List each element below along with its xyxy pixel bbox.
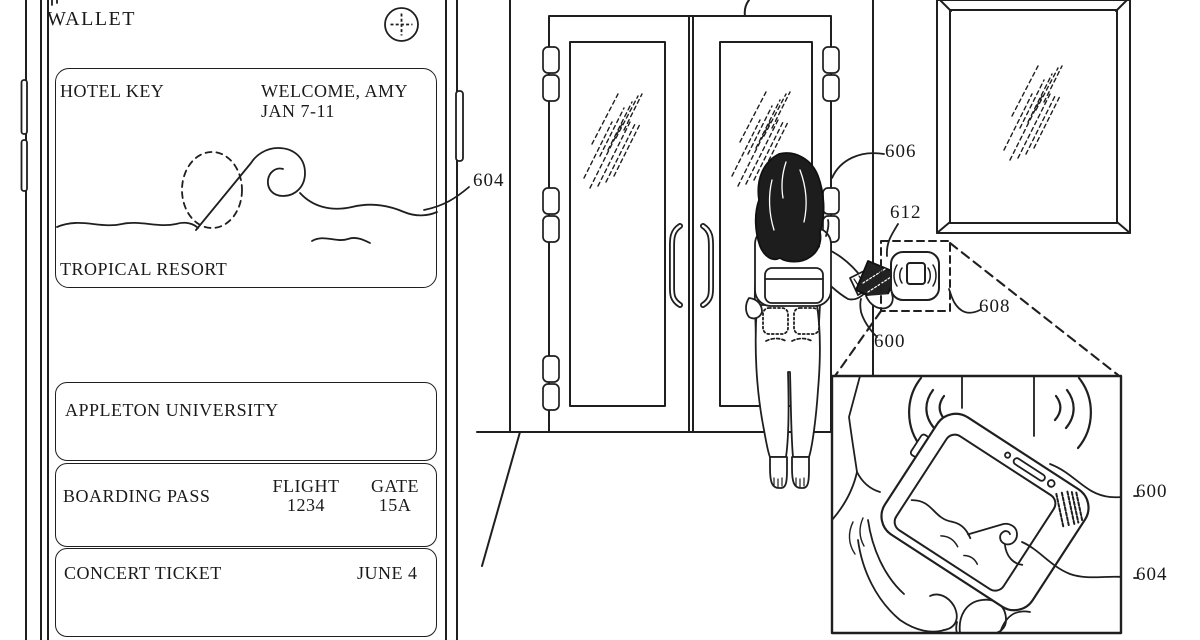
tropical-wave-artwork [56,147,470,244]
phone-frame-art [20,0,464,640]
ref-label-608-reader: 608 [979,296,1011,317]
boarding-pass-title: BOARDING PASS [63,486,211,506]
dashed-sun-icon [181,151,243,229]
ref-label-600-device: 600 [874,331,906,352]
leader-line-604 [423,186,470,211]
camera-dot-icon [1004,451,1012,459]
ref-label-612-target: 612 [890,202,922,223]
hotel-key-card[interactable]: HOTEL KEY WELCOME, AMY JAN 7-11 TROPICAL… [55,68,437,288]
inset-magnified-view [830,374,1139,635]
plus-circle-icon [384,7,419,42]
door-hinges [542,46,840,411]
ref-label-606-door: 606 [885,141,917,162]
ref-label-604-card: 604 [473,170,505,191]
person-figure-art [745,152,898,489]
ref-label-600-inset: 600 [1136,481,1168,502]
concert-ticket-title: CONCERT TICKET [64,563,222,583]
reader-dashed-zone [880,240,951,312]
inset-phone [880,412,1090,612]
hotel-key-resort-name: TROPICAL RESORT [60,259,228,279]
inset-screen-wave-art [910,499,1024,566]
add-pass-button[interactable] [383,6,420,43]
hand-with-device [849,260,898,310]
leader-lines [831,152,981,338]
signal-waves-right-icon [1053,377,1092,450]
speaker-slot-icon [1012,457,1046,482]
ref-label-604-inset: 604 [1136,564,1168,585]
door-handles [669,223,714,308]
sleeve-outline [848,377,881,493]
projection-lines [833,241,1120,378]
hotel-key-welcome: WELCOME, AMY JAN 7-11 [261,81,408,121]
picture-frame-art [936,0,1131,234]
boarding-pass-card[interactable]: BOARDING PASS FLIGHT 1234 GATE 15A [55,463,437,547]
nfc-reader-art [880,240,951,312]
university-card-title: APPLETON UNIVERSITY [65,400,279,420]
hair [754,152,825,263]
pants [754,304,821,458]
university-card[interactable]: APPLETON UNIVERSITY [55,382,437,461]
wallet-app-title: WALLET [47,8,136,30]
grill-hatch [1055,490,1084,529]
leader-line-inset-600 [1049,463,1120,499]
hotel-key-title: HOTEL KEY [60,81,165,101]
gate-info: GATE 15A [371,476,419,515]
flight-info: FLIGHT 1234 [272,476,340,515]
concert-ticket-date: JUNE 4 [357,563,418,583]
inset-border [830,374,1123,635]
leader-line-inset-604 [1021,541,1120,579]
concert-ticket-card[interactable]: CONCERT TICKET JUNE 4 [55,548,437,637]
